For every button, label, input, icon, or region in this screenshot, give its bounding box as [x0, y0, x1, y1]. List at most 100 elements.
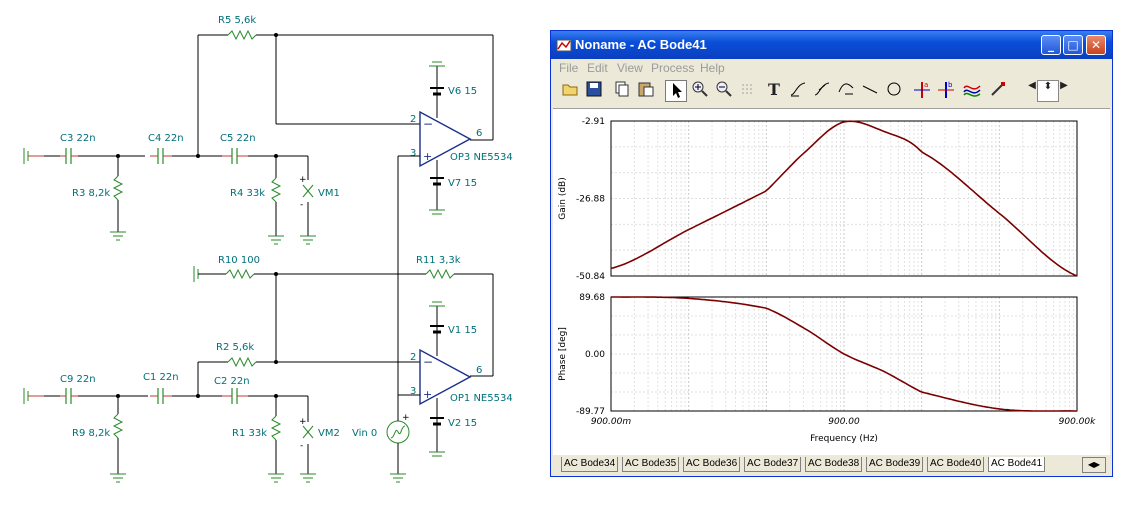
resistor-r3	[112, 175, 124, 201]
circuit-schematic: C3 22n C4 22n C5 22n R3 8,2k R4 33k +- V…	[23, 15, 513, 483]
title-bar[interactable]: Noname - AC Bode41 _ □ ✕	[551, 31, 1112, 59]
capacitor-c2	[222, 388, 248, 404]
pin-op1-6: 6	[476, 365, 482, 376]
scroll-right-icon[interactable]: ▶	[1060, 80, 1068, 91]
label-c2: C2 22n	[214, 376, 250, 387]
scroll-updown-icon[interactable]: ⬍	[1037, 80, 1059, 102]
pin-op3-2: 2	[410, 114, 416, 125]
svg-text:+: +	[402, 413, 410, 423]
capacitor-c1	[150, 388, 172, 404]
plot-frame	[610, 120, 1078, 277]
circle-icon[interactable]	[883, 80, 905, 102]
resistor-r5	[227, 29, 257, 41]
window-title: Noname - AC Bode41	[575, 37, 707, 52]
tab-ac-bode39[interactable]: AC Bode39	[866, 457, 924, 472]
svg-text:+: +	[299, 175, 307, 185]
tab-ac-bode40[interactable]: AC Bode40	[927, 457, 985, 472]
x-tick-label: 900.00	[828, 417, 860, 427]
maximize-button[interactable]: □	[1063, 35, 1083, 55]
tab-ac-bode35[interactable]: AC Bode35	[622, 457, 680, 472]
toolbar: T a b ◀ ⬍ ▶	[553, 78, 1110, 106]
tab-ac-bode38[interactable]: AC Bode38	[805, 457, 863, 472]
y-tick-label: 89.68	[579, 293, 605, 303]
close-button[interactable]: ✕	[1086, 35, 1106, 55]
label-c1: C1 22n	[143, 372, 179, 383]
y-tick-label: -50.84	[576, 272, 605, 282]
menu-file[interactable]: File	[559, 61, 579, 75]
wave-icon[interactable]	[961, 80, 983, 102]
open-folder-icon[interactable]	[559, 80, 581, 102]
svg-text:−: −	[423, 117, 433, 131]
label-r3: R3 8,2k	[72, 188, 110, 199]
line-icon[interactable]	[859, 80, 881, 102]
capacitor-c4	[150, 148, 172, 164]
menu-help[interactable]: Help	[700, 61, 725, 75]
label-c3: C3 22n	[60, 133, 96, 144]
x-tick-label: 900.00m	[591, 417, 631, 427]
label-r4: R4 33k	[230, 188, 265, 199]
label-vm2: VM2	[318, 428, 340, 439]
pointer-icon[interactable]	[665, 80, 687, 102]
capacitor-c9	[60, 388, 78, 404]
minimize-button[interactable]: _	[1041, 35, 1061, 55]
label-r9: R9 8,2k	[72, 428, 110, 439]
opamp-op3: − +	[419, 110, 472, 168]
input-terminal-r10	[193, 266, 199, 282]
pin-op3-3: 3	[410, 148, 416, 159]
voltmeter-vm2: +-	[299, 417, 314, 451]
resistor-r2	[227, 356, 257, 368]
label-r10: R10 100	[218, 255, 260, 266]
marker-b-icon[interactable]: b	[935, 80, 957, 102]
menu-edit[interactable]: Edit	[587, 61, 608, 75]
tab-ac-bode41[interactable]: AC Bode41	[988, 457, 1046, 472]
text-icon[interactable]: T	[768, 80, 780, 99]
pen-icon[interactable]	[987, 80, 1009, 102]
copy-icon[interactable]	[611, 80, 633, 102]
svg-text:−: −	[423, 355, 433, 369]
paste-icon[interactable]	[635, 80, 657, 102]
plot-frame	[610, 296, 1078, 412]
grid-icon[interactable]	[737, 80, 759, 102]
svg-text:+: +	[299, 417, 307, 427]
label-r11: R11 3,3k	[416, 255, 461, 266]
y-tick-label: -26.88	[576, 195, 605, 205]
menu-view[interactable]: View	[617, 61, 643, 75]
svg-text:-: -	[300, 200, 303, 210]
tab-ac-bode36[interactable]: AC Bode36	[683, 457, 741, 472]
save-icon[interactable]	[583, 80, 605, 102]
svg-text:-: -	[300, 441, 303, 451]
pin-op1-3: 3	[410, 386, 416, 397]
scroll-left-icon[interactable]: ◀	[1028, 80, 1036, 91]
x-axis-label: Frequency (Hz)	[810, 434, 878, 444]
cursor-b-icon[interactable]	[811, 80, 833, 102]
menu-process[interactable]: Process	[651, 61, 695, 75]
label-v2: V2 15	[448, 418, 477, 429]
tab-ac-bode37[interactable]: AC Bode37	[744, 457, 802, 472]
menu-bar: File Edit View Process Help	[551, 59, 1112, 77]
resistor-r11	[425, 268, 455, 280]
marker-a-icon[interactable]: a	[911, 80, 933, 102]
resistor-r9	[112, 413, 124, 439]
curve-icon[interactable]	[835, 80, 857, 102]
series-line	[611, 296, 1077, 412]
label-c5: C5 22n	[220, 133, 256, 144]
label-vin: Vin 0	[352, 428, 377, 439]
battery-v6	[430, 87, 444, 96]
cursor-a-icon[interactable]	[787, 80, 809, 102]
zoom-in-icon[interactable]	[689, 80, 711, 102]
battery-v1	[430, 325, 444, 334]
zoom-100-icon[interactable]	[713, 80, 735, 102]
label-v6: V6 15	[448, 86, 477, 97]
capacitor-c5	[222, 148, 248, 164]
label-r5: R5 5,6k	[218, 15, 256, 26]
tab-scroll-icon[interactable]: ◀▶	[1082, 457, 1106, 473]
tab-ac-bode34[interactable]: AC Bode34	[561, 457, 619, 472]
series-line	[610, 120, 1078, 277]
y-tick-label: 0.00	[585, 350, 605, 360]
pin-op3-6: 6	[476, 128, 482, 139]
y-axis-label: Gain (dB)	[558, 177, 568, 219]
